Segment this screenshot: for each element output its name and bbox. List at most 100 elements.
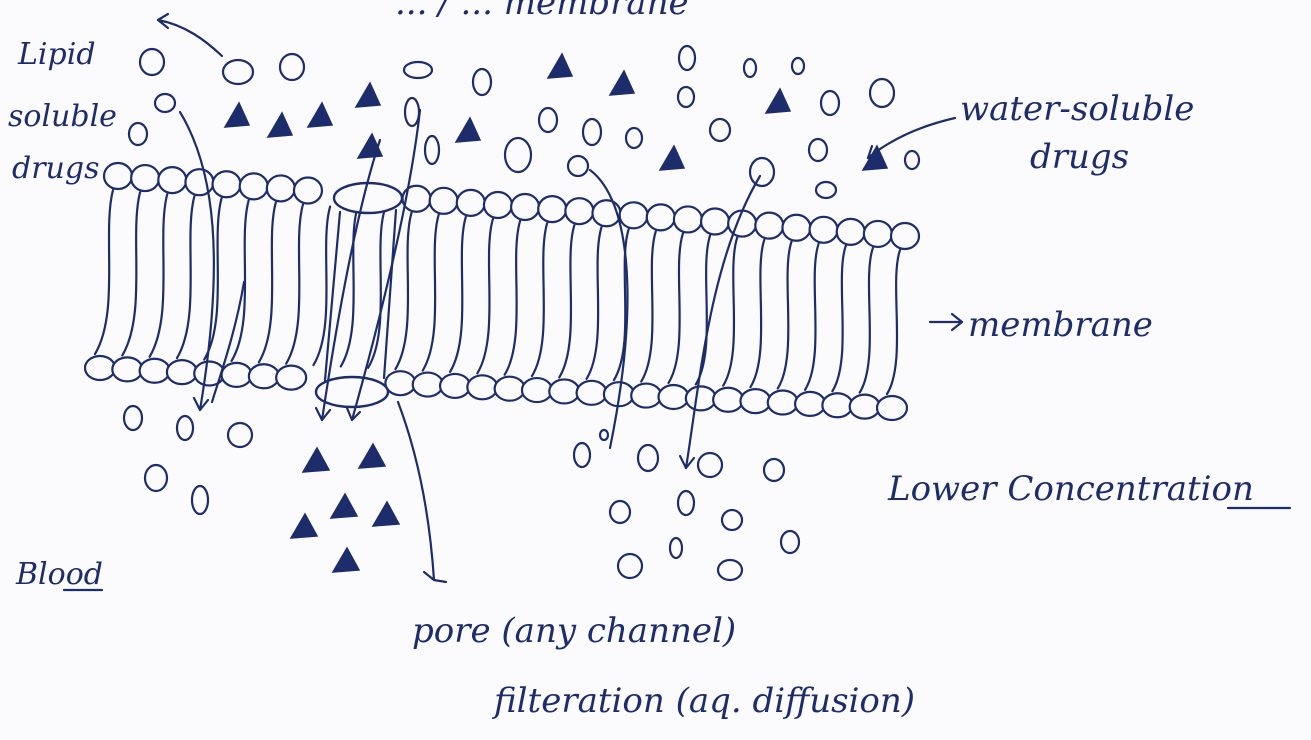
phospholipid-head — [495, 377, 525, 401]
lipid-tail — [286, 204, 303, 363]
phospholipid-head — [631, 384, 661, 408]
phospholipid-head — [440, 374, 470, 398]
phospholipid-head — [85, 356, 115, 380]
phospholipid-head — [522, 378, 552, 402]
phospholipid-head — [620, 202, 648, 228]
phospholipid-head — [538, 196, 566, 222]
lipid-tail — [232, 200, 249, 361]
phospholipid-head — [713, 388, 743, 412]
lipid-tail — [450, 217, 466, 372]
molecule — [223, 60, 253, 84]
triangle-molecule — [308, 103, 332, 127]
lipid-tail — [805, 244, 819, 390]
molecule — [698, 453, 722, 477]
phospholipid-head — [659, 385, 689, 409]
phospholipid-head — [511, 194, 539, 220]
molecule — [722, 510, 742, 530]
phospholipid-head — [249, 364, 279, 388]
pore-label-line1: pore (any channel) — [412, 611, 736, 651]
phospholipid-head — [413, 373, 443, 397]
phospholipid-head — [647, 204, 675, 230]
triangle-molecule — [268, 113, 292, 137]
lipid-label-line1: Lipid — [17, 37, 96, 72]
triangle-molecule — [373, 502, 399, 526]
phospholipid-head — [194, 362, 224, 386]
molecule — [610, 501, 630, 523]
molecule — [781, 531, 799, 553]
lipid-tail — [587, 227, 602, 379]
phospholipid-head — [768, 390, 798, 414]
top-heading-cut: ... / ... membrane — [395, 0, 689, 23]
lipid-tail — [177, 196, 194, 358]
phospholipid-head — [795, 392, 825, 416]
molecule — [905, 151, 919, 169]
molecule — [177, 416, 193, 440]
phospholipid-head — [131, 165, 159, 191]
triangle-molecule — [610, 71, 634, 95]
blood-label: Blood — [15, 557, 103, 592]
membrane-top-phospholipid-heads — [104, 163, 919, 249]
molecule — [145, 465, 167, 491]
lipid-tail — [778, 242, 792, 389]
molecule — [809, 139, 827, 161]
phospholipid-head — [891, 223, 919, 249]
lipid-tail — [750, 240, 764, 387]
lipid-tail — [559, 225, 574, 377]
phospholipid-head — [877, 396, 907, 420]
lipid-tail — [505, 221, 520, 375]
phospholipid-head — [104, 163, 132, 189]
molecule — [718, 560, 742, 580]
molecule — [568, 156, 588, 176]
lipid-tail — [832, 246, 845, 391]
lipid-tail — [122, 192, 140, 355]
water-label-line2: drugs — [1030, 137, 1129, 177]
phospholipid-head — [850, 395, 880, 419]
molecule — [821, 91, 839, 115]
molecule — [710, 119, 730, 141]
phospholipid-head — [864, 221, 892, 247]
triangle-molecule — [331, 494, 357, 518]
triangle-molecule — [766, 89, 790, 113]
lower-concentration-label: Lower Concentration — [887, 469, 1254, 509]
molecule — [129, 123, 147, 145]
triangle-molecule — [359, 444, 385, 468]
lipid-soluble-label: Lipid soluble drugs — [8, 37, 117, 186]
lipid-tail — [669, 233, 683, 383]
molecule — [870, 79, 894, 107]
phospholipid-head — [822, 393, 852, 417]
lipid-label-line3: drugs — [12, 151, 99, 186]
molecule — [124, 406, 142, 430]
arrow-lipid-label — [158, 20, 222, 56]
molecule — [539, 108, 557, 132]
molecule — [678, 87, 694, 107]
phospholipid-head — [810, 217, 838, 243]
phospholipid-head — [112, 357, 142, 381]
molecule — [404, 62, 432, 78]
molecule — [405, 98, 419, 126]
triangle-molecule — [548, 54, 572, 78]
molecules-below — [124, 406, 799, 580]
phospholipid-head — [782, 215, 810, 241]
triangle-molecule — [456, 118, 480, 142]
arrow-membrane-label — [930, 314, 962, 330]
lipid-tail — [259, 202, 276, 362]
molecule — [473, 69, 491, 95]
molecule — [505, 138, 531, 172]
phospholipid-head — [213, 171, 241, 197]
triangle-molecule — [291, 514, 317, 538]
lipid-tail — [641, 231, 656, 381]
water-label-line1: water-soluble — [960, 89, 1194, 129]
molecule — [140, 49, 164, 75]
molecule — [280, 54, 304, 80]
phospholipid-head — [430, 188, 458, 214]
phospholipid-head — [565, 198, 593, 224]
molecule — [744, 59, 756, 77]
molecule — [600, 430, 608, 440]
membrane-label: membrane — [968, 305, 1153, 345]
molecule — [583, 119, 601, 145]
molecule — [678, 491, 694, 515]
arrow-to-pore-label-head — [424, 572, 446, 582]
phospholipid-head — [140, 359, 170, 383]
lipid-tail — [860, 248, 873, 393]
